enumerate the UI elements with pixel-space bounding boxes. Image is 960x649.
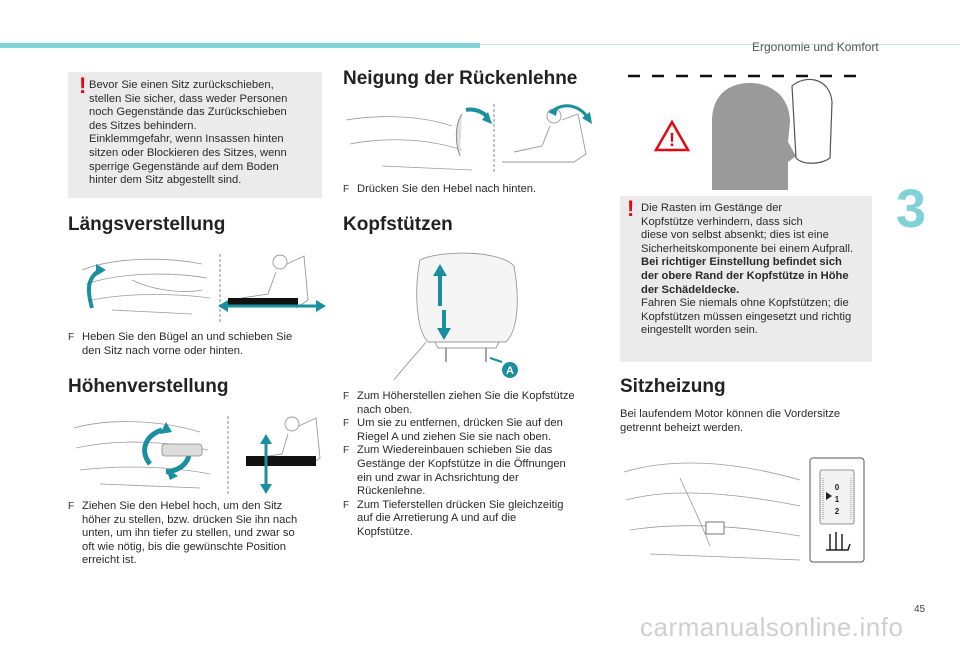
chapter-number: 3 — [896, 179, 927, 239]
hoehen-instruction: F Ziehen Sie den Hebel hoch, um den Sitz… — [68, 500, 330, 568]
instruction-line: Zum Tieferstellen drücken Sie gleichzeit… — [357, 498, 564, 511]
neigung-instruction: F Drücken Sie den Hebel nach hinten. — [343, 183, 605, 197]
warning-line: der obere Rand der Kopfstütze in Höhe — [641, 269, 849, 282]
text-line: Bei laufendem Motor können die Vordersit… — [620, 408, 841, 420]
seat-warning-box: ! Bevor Sie einen Sitz zurückschieben, s… — [68, 72, 322, 198]
warning-line: Einklemmgefahr, wenn Insassen hinten — [89, 133, 284, 146]
bullet-mark: F — [68, 332, 75, 343]
bullet-mark: F — [343, 184, 350, 195]
heading-laengsverstellung: Längsverstellung — [68, 214, 226, 235]
instruction-line: auf die Arretierung A und auf die — [357, 512, 517, 525]
bullet-mark: F — [343, 499, 350, 511]
warning-line: hinter dem Sitz abgestellt sind. — [89, 174, 242, 187]
headrest-position-illustration: ! — [628, 74, 856, 190]
warning-line: Kopfstützen müssen eingesetzt und richti… — [641, 310, 852, 323]
kopf-step: F Zum Höherstellen ziehen Sie die Kopfst… — [343, 390, 605, 417]
warning-icon: ! — [79, 73, 87, 98]
instruction-line: Um sie zu entfernen, drücken Sie auf den — [357, 417, 563, 430]
instruction-line: Zum Wiedereinbauen schieben Sie das — [357, 444, 553, 457]
instruction-line: Zum Höherstellen ziehen Sie die Kopfstüt… — [357, 390, 575, 402]
text-line: getrennt beheizt werden. — [620, 421, 744, 434]
instruction-line: Drücken Sie den Hebel nach hinten. — [357, 183, 537, 195]
bullet-mark: F — [68, 501, 75, 512]
bullet-mark: F — [343, 391, 350, 402]
warning-line: sitzen oder Blockieren des Sitzes, wenn — [89, 146, 287, 159]
warning-line: Fahren Sie niemals ohne Kopfstützen; die — [641, 297, 849, 310]
instruction-line: unten, um ihn tiefer zu stellen, und zwa… — [82, 527, 295, 540]
heading-hoehenverstellung: Höhenverstellung — [68, 376, 229, 397]
instruction-line: nach oben. — [357, 403, 413, 416]
heading-neigung: Neigung der Rückenlehne — [343, 68, 578, 89]
warning-line: Kopfstütze verhindern, dass sich — [641, 215, 803, 228]
laengs-instruction: F Heben Sie den Bügel an und schieben Si… — [68, 331, 328, 358]
header-divider — [480, 44, 960, 45]
instruction-line: Heben Sie den Bügel an und schieben Sie — [82, 331, 293, 343]
instruction-line: Riegel A und ziehen Sie sie nach oben. — [357, 430, 552, 443]
warning-line: des Sitzes behindern. — [89, 119, 197, 132]
instruction-line: höher zu stellen, bzw. drücken Sie ihn n… — [82, 513, 298, 526]
headrest-illustration: A — [393, 252, 518, 381]
seat-heating-illustration: 0 1 2 — [623, 457, 865, 563]
instruction-line: Ziehen Sie den Hebel hoch, um den Sitz — [82, 500, 283, 512]
bullet-mark: F — [343, 418, 350, 430]
warning-line: Bei richtiger Einstellung befindet sich — [641, 256, 842, 269]
header-accent-bar — [0, 43, 480, 48]
heading-kopfstuetzen: Kopfstützen — [343, 214, 453, 235]
kopf-step: F Zum Tieferstellen drücken Sie gleichze… — [343, 499, 605, 540]
warning-line: der Schädeldecke. — [641, 283, 740, 296]
bullet-mark: F — [343, 445, 350, 457]
warning-line: Bevor Sie einen Sitz zurückschieben, — [89, 79, 274, 91]
backrest-tilt-illustration — [345, 104, 592, 174]
warning-line: sperrige Gegenstände auf dem Boden — [89, 160, 279, 173]
heat-level-label: 0 — [835, 483, 840, 492]
warning-line: Die Rasten im Gestänge der — [641, 202, 783, 214]
warning-line: eingestellt worden sein. — [641, 324, 758, 337]
page-number: 45 — [914, 604, 926, 615]
instruction-line: Kopfstütze. — [357, 525, 413, 538]
instruction-line: den Sitz nach vorne oder hinten. — [82, 344, 244, 357]
heat-level-label: 1 — [835, 495, 840, 504]
instruction-line: oft wie nötig, bis die gewünschte Positi… — [82, 540, 286, 553]
height-adjust-illustration — [73, 416, 321, 494]
watermark: carmanualsonline.info — [640, 612, 904, 642]
kopf-instructions: F Zum Höherstellen ziehen Sie die Kopfst… — [343, 390, 605, 540]
heading-sitzheizung: Sitzheizung — [620, 376, 726, 397]
label-a: A — [506, 365, 514, 377]
warning-triangle-mark: ! — [669, 130, 675, 150]
instruction-line: erreicht ist. — [82, 554, 137, 567]
warning-line: stellen Sie sicher, dass weder Personen — [89, 92, 288, 105]
section-title: Ergonomie und Komfort — [752, 40, 879, 54]
warning-line: noch Gegenstände das Zurückschieben — [89, 106, 287, 119]
headrest-warning-box: ! Die Rasten im Gestänge der Kopfstütze … — [620, 196, 872, 362]
warning-line: diese von selbst absenkt; dies ist eine — [641, 229, 829, 242]
sitzheizung-text: Bei laufendem Motor können die Vordersit… — [620, 408, 872, 435]
heat-level-label: 2 — [835, 507, 840, 516]
instruction-line: Rückenlehne. — [357, 485, 426, 498]
instruction-line: Gestänge der Kopfstütze in die Öffnungen — [357, 457, 566, 470]
warning-icon: ! — [627, 196, 635, 221]
kopf-step: F Um sie zu entfernen, drücken Sie auf d… — [343, 417, 605, 444]
warning-line: Sicherheitskomponente bei einem Aufprall… — [641, 242, 854, 255]
longitudinal-adjust-illustration — [81, 254, 326, 322]
instruction-line: ein und zwar in Achsrichtung der — [357, 471, 519, 484]
